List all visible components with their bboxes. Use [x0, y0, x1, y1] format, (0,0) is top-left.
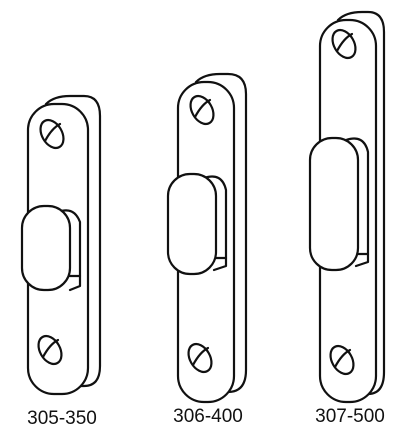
mounting-hole-bottom-icon [329, 344, 355, 376]
part-label-305-350: 305-350 [27, 408, 97, 429]
mounting-hole-top-icon [331, 28, 357, 60]
mounting-hole-top-icon [189, 94, 215, 126]
part-label-307-500: 307-500 [315, 406, 385, 427]
part-label-306-400: 306-400 [173, 406, 243, 427]
mounting-hole-top-icon [39, 118, 65, 150]
mounting-hole-bottom-icon [37, 334, 63, 366]
mounting-hole-bottom-icon [187, 342, 213, 374]
cam-tongue [20, 204, 82, 292]
cam-tongue [308, 136, 370, 272]
part-305-350 [20, 94, 102, 396]
cam-tongue [166, 172, 228, 276]
part-307-500 [308, 10, 386, 404]
part-306-400 [166, 72, 248, 404]
